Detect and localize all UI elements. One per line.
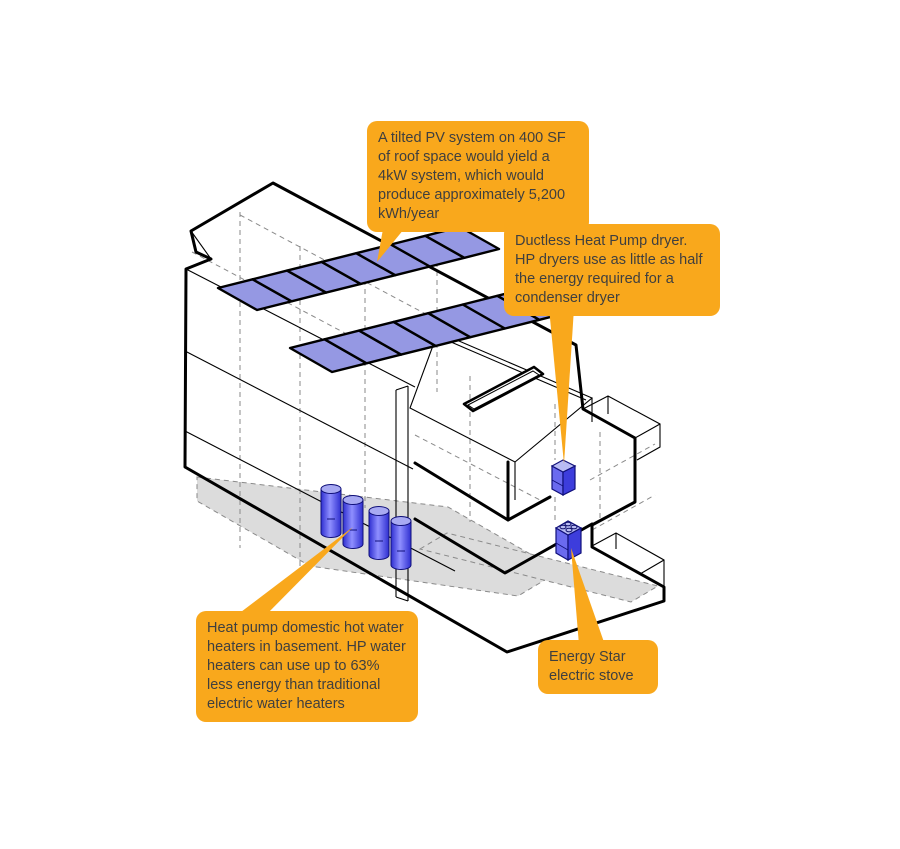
upper-deck xyxy=(582,395,661,461)
dryer-leader xyxy=(549,308,574,464)
water-heater-cylinder xyxy=(390,516,412,570)
water-heater-leader xyxy=(233,527,353,618)
callout-heat-pump-dryer: Ductless Heat Pump dryer. HP dryers use … xyxy=(504,224,720,316)
lower-deck xyxy=(591,532,665,587)
water-heater-cylinder xyxy=(320,484,342,538)
skylight xyxy=(462,365,545,413)
water-heater-cylinder xyxy=(368,506,390,560)
basement-floor xyxy=(196,476,660,603)
stove-unit xyxy=(554,520,583,562)
water-heater-cylinder xyxy=(342,495,364,549)
water-heater-tanks xyxy=(320,484,412,570)
callout-electric-stove: Energy Star electric stove xyxy=(538,640,658,694)
stove-leader xyxy=(571,548,605,645)
callout-pv-system: A tilted PV system on 400 SF of roof spa… xyxy=(367,121,589,232)
callout-water-heaters: Heat pump domestic hot water heaters in … xyxy=(196,611,418,722)
dryer-unit xyxy=(550,459,577,497)
